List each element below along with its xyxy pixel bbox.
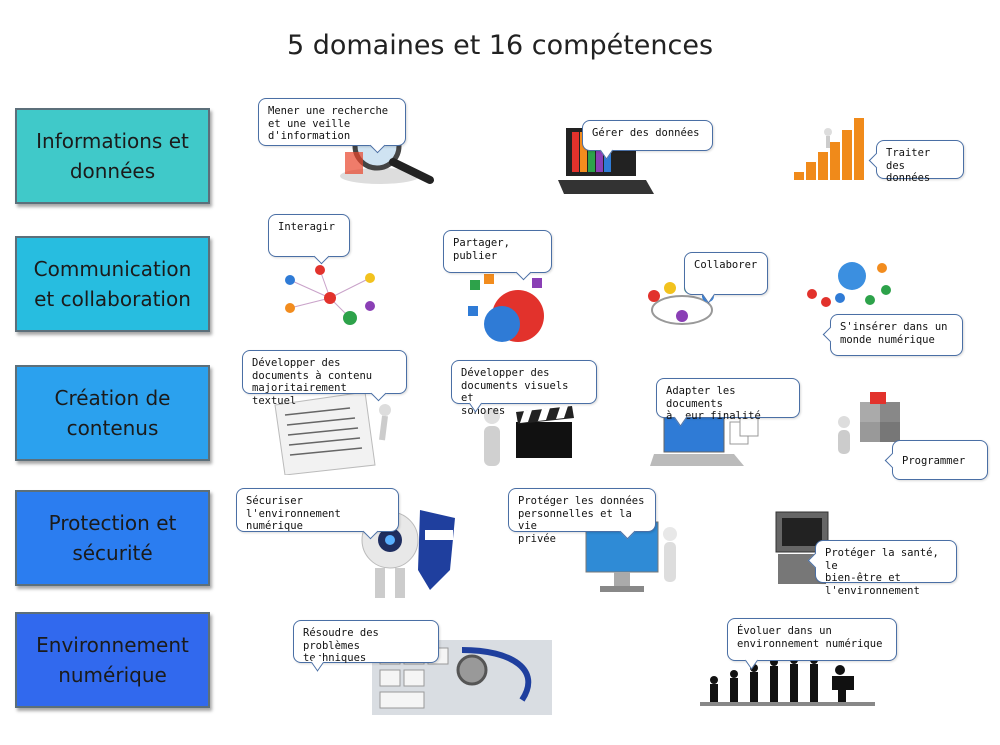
competence-resoudre-problemes: Résoudre des problèmes techniques: [293, 620, 439, 664]
page-title: 5 domaines et 16 compétences: [286, 30, 714, 61]
globe-people-illustration: [807, 262, 891, 307]
domain-informations: Informations et données: [15, 108, 210, 204]
competence-evoluer-environnement: Évoluer dans un environnement numérique: [727, 618, 897, 661]
competence-gerer-donnees: Gérer des données: [582, 120, 713, 151]
text-document-illustration: [274, 391, 391, 475]
domain-label: Création de contenus: [54, 386, 171, 440]
competence-proteger-donnees: Protéger les données personnelles et la …: [508, 488, 656, 545]
network-people-illustration: [285, 265, 375, 325]
domain-label: Environnement numérique: [36, 633, 189, 687]
domain-communication: Communication et collaboration: [15, 236, 210, 332]
security-robot-illustration: [361, 510, 455, 598]
competence-interagir: Interagir: [268, 214, 350, 257]
competence-partager-publier: Partager, publier: [443, 230, 552, 273]
domain-environnement: Environnement numérique: [15, 612, 210, 708]
competence-adapter-documents: Adapter les documents à leur finalité: [656, 378, 800, 422]
competence-traiter-donnees: Traiter des données: [876, 140, 964, 184]
domain-label: Informations et données: [36, 129, 189, 183]
domain-label: Communication et collaboration: [33, 257, 192, 311]
domain-creation: Création de contenus: [15, 365, 210, 461]
growth-chart-illustration: [794, 118, 864, 180]
competence-inserer-monde-numerique: S'insérer dans un monde numérique: [830, 314, 963, 356]
evolution-silhouettes-illustration: [700, 656, 875, 706]
competence-securiser-environnement: Sécuriser l'environnement numérique: [236, 488, 399, 532]
competence-documents-visuels-sonores: Développer des documents visuels et sono…: [451, 360, 597, 417]
competence-programmer: Programmer: [892, 440, 988, 480]
competence-collaborer: Collaborer: [684, 252, 768, 295]
competence-mener-recherche: Mener une recherche et une veille d'info…: [258, 98, 406, 146]
domain-label: Protection et sécurité: [48, 511, 177, 565]
social-share-illustration: [468, 274, 544, 342]
competence-proteger-sante: Protéger la santé, le bien-être et l'env…: [815, 540, 957, 597]
cubes-illustration: [838, 392, 900, 454]
domain-protection: Protection et sécurité: [15, 490, 210, 586]
competence-documents-textuels: Développer des documents à contenu major…: [242, 350, 407, 407]
